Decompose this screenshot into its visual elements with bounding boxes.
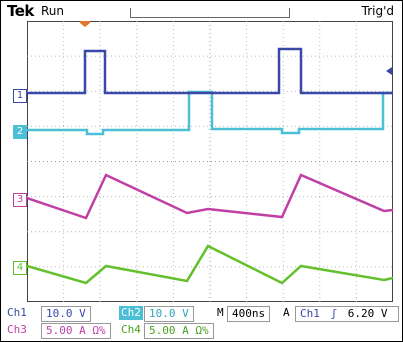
trigger-position-marker: T bbox=[80, 21, 90, 27]
ch1-ground-marker[interactable]: 1 bbox=[13, 89, 27, 103]
ch3-scale[interactable]: 5.00 A Ω% bbox=[41, 323, 111, 339]
ch4-scale[interactable]: 5.00 A Ω% bbox=[144, 323, 214, 339]
graticule-grid bbox=[27, 21, 393, 302]
trigger-mode: A bbox=[283, 306, 290, 319]
trigger-source: Ch1 bbox=[300, 307, 320, 320]
ch3-label: Ch3 bbox=[7, 323, 27, 336]
readout-row-1: Ch1 10.0 V Ch2 10.0 V M 400ns A Ch1 ʃ 6.… bbox=[1, 305, 402, 322]
svg-text:T: T bbox=[82, 21, 88, 23]
ch1-label: Ch1 bbox=[7, 306, 27, 319]
brand-logo: Tek bbox=[7, 2, 34, 20]
trigger-readout[interactable]: Ch1 ʃ 6.20 V bbox=[295, 306, 399, 322]
trigger-level: 6.20 V bbox=[347, 307, 388, 320]
waveform-screen: T bbox=[27, 21, 393, 302]
acquisition-state: Run bbox=[41, 4, 65, 18]
trigger-slope-icon: ʃ bbox=[330, 307, 338, 320]
ch2-label: Ch2 bbox=[119, 306, 143, 320]
ch1-scale[interactable]: 10.0 V bbox=[41, 306, 91, 322]
ch1-waveform bbox=[27, 47, 393, 95]
ch4-waveform bbox=[27, 244, 393, 285]
readout-row-2: Ch3 5.00 A Ω% Ch4 5.00 A Ω% bbox=[1, 322, 402, 339]
trigger-level-marker bbox=[386, 67, 392, 75]
scale-readout-panel: Ch1 10.0 V Ch2 10.0 V M 400ns A Ch1 ʃ 6.… bbox=[1, 303, 402, 341]
ch3-waveform bbox=[27, 173, 393, 220]
timebase-prefix: M bbox=[217, 306, 224, 319]
ch2-waveform bbox=[27, 90, 393, 136]
trigger-status: Trig'd bbox=[361, 4, 394, 18]
timebase-setting[interactable]: 400ns bbox=[227, 306, 271, 322]
ch4-ground-marker[interactable]: 4 bbox=[13, 261, 27, 275]
status-header: Tek Run Trig'd bbox=[1, 1, 402, 20]
ch3-ground-marker[interactable]: 3 bbox=[13, 193, 27, 207]
record-length-bar bbox=[130, 8, 290, 18]
ch2-scale[interactable]: 10.0 V bbox=[144, 306, 194, 322]
ch2-ground-marker[interactable]: 2 bbox=[13, 125, 27, 139]
ch4-label: Ch4 bbox=[121, 323, 141, 336]
